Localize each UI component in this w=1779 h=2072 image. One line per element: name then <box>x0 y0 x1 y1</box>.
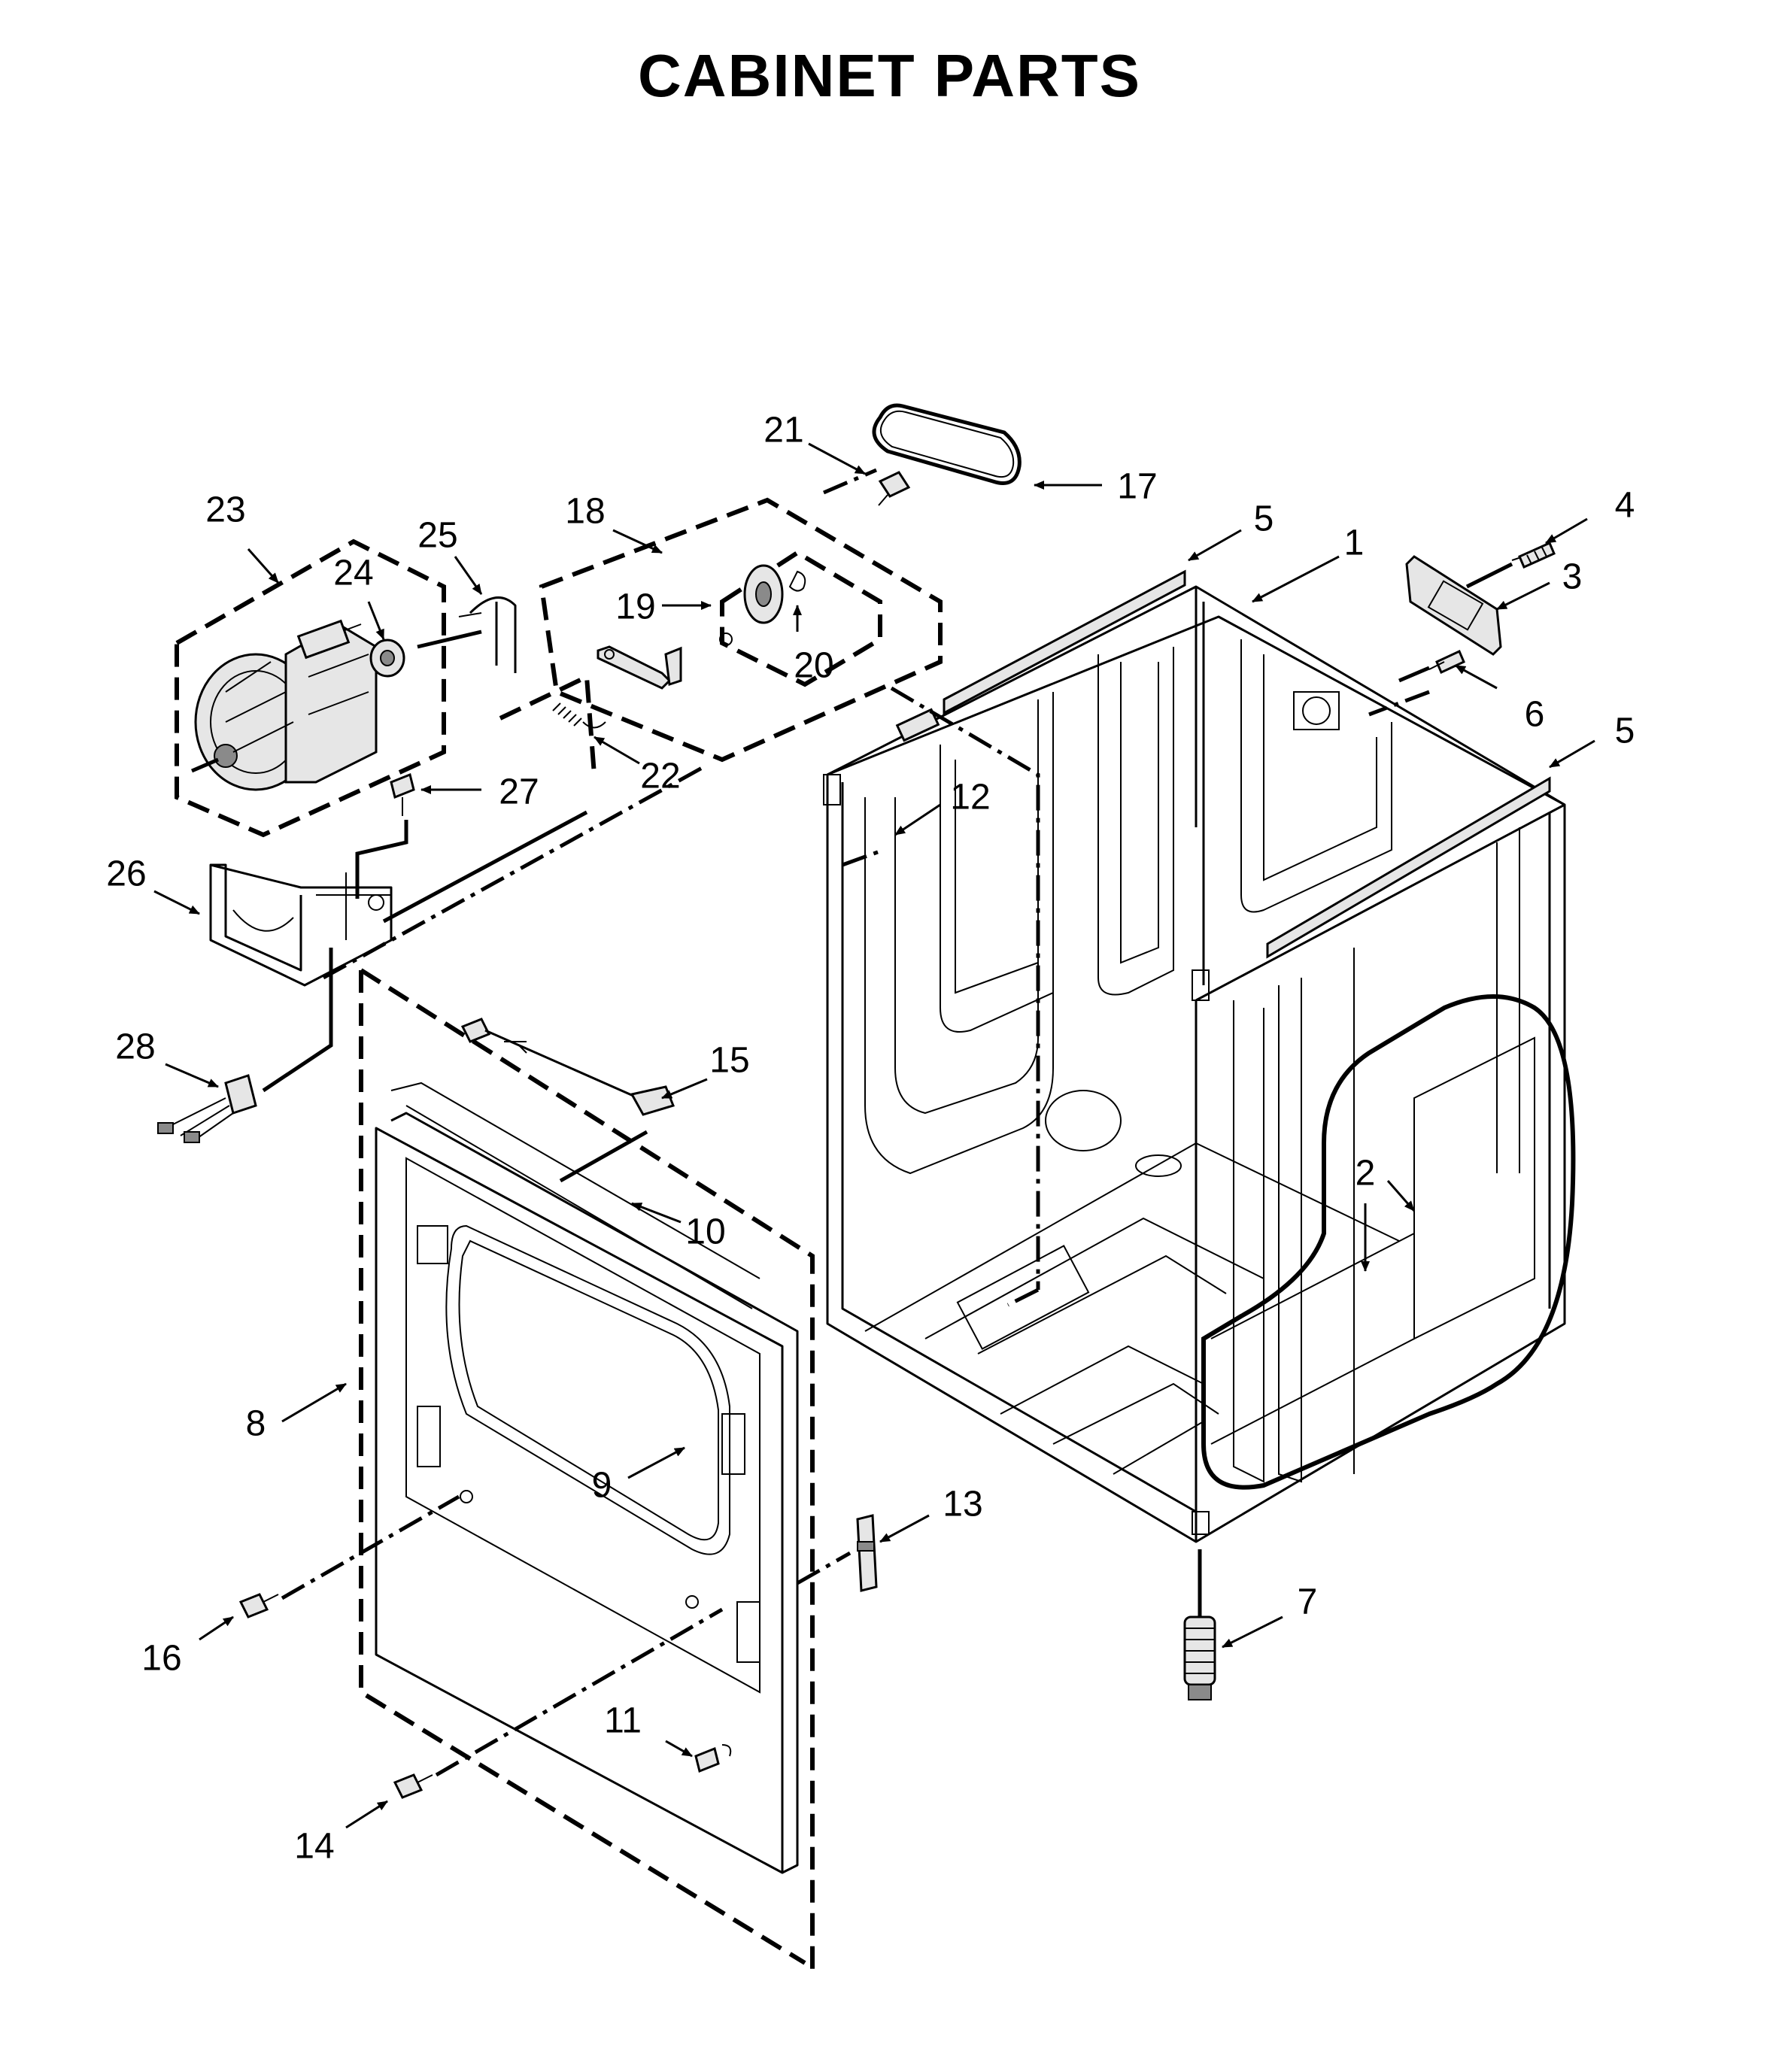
callout-14: 14 <box>294 1827 334 1867</box>
callout-13: 13 <box>943 1485 982 1524</box>
callout-21: 21 <box>764 411 803 451</box>
callout-9: 9 <box>592 1466 612 1506</box>
motor-mount-bracket <box>209 863 393 987</box>
screw-16 <box>238 1593 279 1618</box>
motor-clamp-line <box>417 629 482 649</box>
cabinet <box>823 569 1576 1700</box>
callout-25: 25 <box>417 516 457 556</box>
callout-17: 17 <box>1117 467 1157 507</box>
insulation-pad <box>1201 994 1576 1490</box>
callout-leaders <box>153 442 1595 1829</box>
callout-10: 10 <box>685 1212 725 1252</box>
callout-26: 26 <box>106 854 146 894</box>
callout-23: 23 <box>205 490 245 530</box>
callout-28: 28 <box>115 1027 155 1067</box>
screw-27 <box>390 772 415 816</box>
callout-8: 8 <box>246 1404 266 1444</box>
front-panel <box>375 1082 799 1874</box>
callout-5-right: 5 <box>1615 711 1635 751</box>
callout-20: 20 <box>794 646 833 686</box>
drive-belt <box>872 403 1022 485</box>
thermistor-sensor <box>157 1074 257 1143</box>
top-rail-left <box>943 569 1186 715</box>
callout-labels: 1 2 3 4 5 5 6 7 8 9 10 11 12 13 14 15 16… <box>106 411 1635 1867</box>
motor-assembly-outline <box>175 538 446 838</box>
callout-22: 22 <box>640 757 680 796</box>
callout-18: 18 <box>565 492 605 532</box>
front-panel-outline-left <box>359 970 806 1965</box>
idler-spring <box>552 702 606 729</box>
callout-5-top: 5 <box>1254 499 1274 539</box>
motor-clamp <box>458 596 517 673</box>
callout-1: 1 <box>1344 523 1365 563</box>
callout-12: 12 <box>950 778 990 818</box>
callout-7: 7 <box>1298 1582 1318 1622</box>
screw-4 <box>1518 542 1556 569</box>
top-rail-right <box>1266 776 1551 959</box>
leveling-leg <box>1183 1549 1216 1700</box>
callout-15: 15 <box>709 1041 749 1081</box>
terminal-block-bracket <box>1398 542 1556 683</box>
line-screw16 <box>281 1494 460 1600</box>
callout-16: 16 <box>141 1639 181 1679</box>
drive-motor <box>191 619 378 791</box>
callout-4: 4 <box>1615 486 1635 526</box>
door-strike <box>856 1514 878 1592</box>
callout-24: 24 <box>333 554 373 593</box>
callout-11: 11 <box>604 1701 642 1741</box>
screw-6 <box>1428 649 1465 675</box>
screw-14 <box>393 1773 433 1799</box>
page-title: CABINET PARTS <box>638 42 1141 109</box>
idler-assembly-outline <box>539 497 943 763</box>
door-switch <box>694 1744 732 1773</box>
callout-27: 27 <box>499 772 539 812</box>
callout-2: 2 <box>1356 1154 1376 1194</box>
screw-21 <box>878 471 911 506</box>
callout-19: 19 <box>615 587 655 627</box>
callout-6: 6 <box>1525 695 1545 735</box>
callout-3: 3 <box>1562 557 1583 597</box>
idler-pulley <box>743 564 806 624</box>
idler-arm <box>597 633 733 690</box>
motor-pulley-clip <box>369 639 405 678</box>
